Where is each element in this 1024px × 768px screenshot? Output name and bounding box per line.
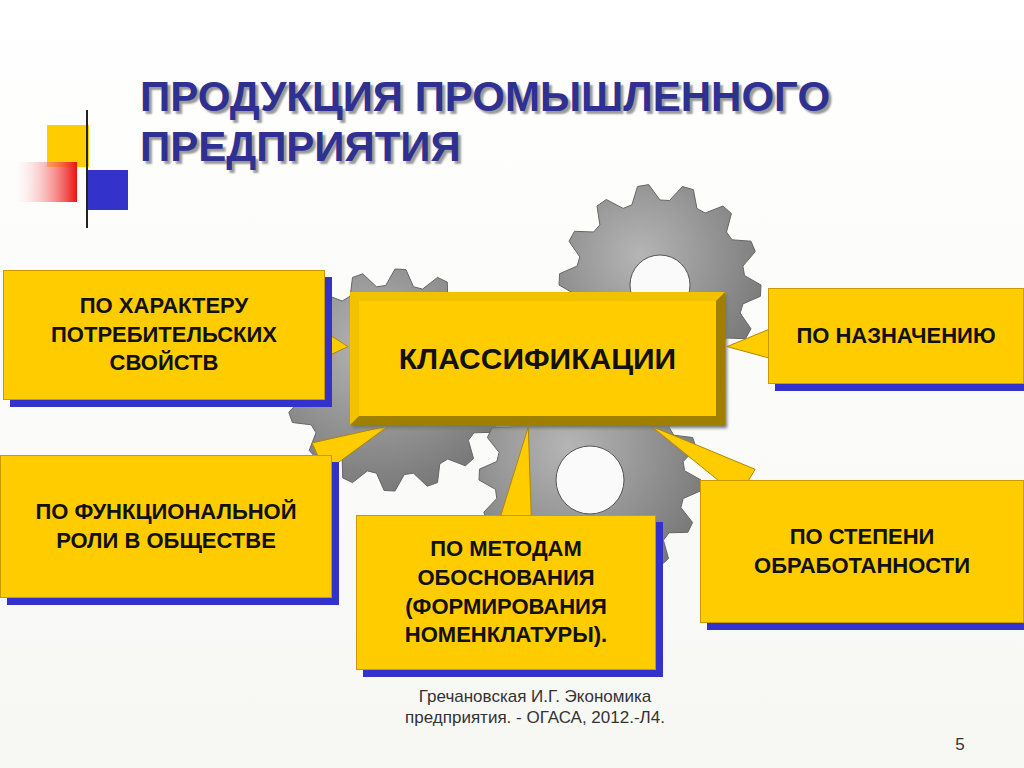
callout-box: ПО ХАРАКТЕРУ ПОТРЕБИТЕЛЬСКИХ СВОЙСТВ	[3, 270, 325, 400]
callout-box: ПО НАЗНАЧЕНИЮ	[768, 288, 1024, 384]
center-box: КЛАССИФИКАЦИИ	[350, 292, 725, 425]
callout-box: ПО ФУНКЦИОНАЛЬНОЙ РОЛИ В ОБЩЕСТВЕ	[0, 455, 332, 598]
node-text: ПО ФУНКЦИОНАЛЬНОЙ РОЛИ В ОБЩЕСТВЕ	[13, 498, 319, 555]
slide-number: 5	[945, 734, 975, 755]
node-text: ПО НАЗНАЧЕНИЮ	[796, 322, 995, 351]
callout-box: ПО СТЕПЕНИ ОБРАБОТАННОСТИ	[700, 480, 1024, 623]
callout-box: ПО МЕТОДАМ ОБОСНОВАНИЯ (ФОРМИРОВАНИЯ НОМ…	[356, 515, 656, 670]
gear-hole	[556, 446, 624, 514]
footer-note: Гречановская И.Г. Экономика предприятия.…	[380, 686, 690, 729]
node-text: ПО СТЕПЕНИ ОБРАБОТАННОСТИ	[713, 523, 1011, 580]
deco-square	[88, 170, 128, 210]
deco-square	[47, 125, 89, 167]
node-text: ПО ХАРАКТЕРУ ПОТРЕБИТЕЛЬСКИХ СВОЙСТВ	[16, 292, 312, 378]
node-text: КЛАССИФИКАЦИИ	[399, 339, 676, 378]
title-rule	[55, 199, 960, 201]
callout-tail	[500, 427, 532, 523]
deco-square	[15, 162, 77, 202]
slide-title: ПРОДУКЦИЯ ПРОМЫШЛЕННОГО ПРЕДПРИЯТИЯ	[140, 72, 960, 173]
node-text: ПО МЕТОДАМ ОБОСНОВАНИЯ (ФОРМИРОВАНИЯ НОМ…	[369, 535, 643, 649]
deco-line	[86, 110, 88, 228]
